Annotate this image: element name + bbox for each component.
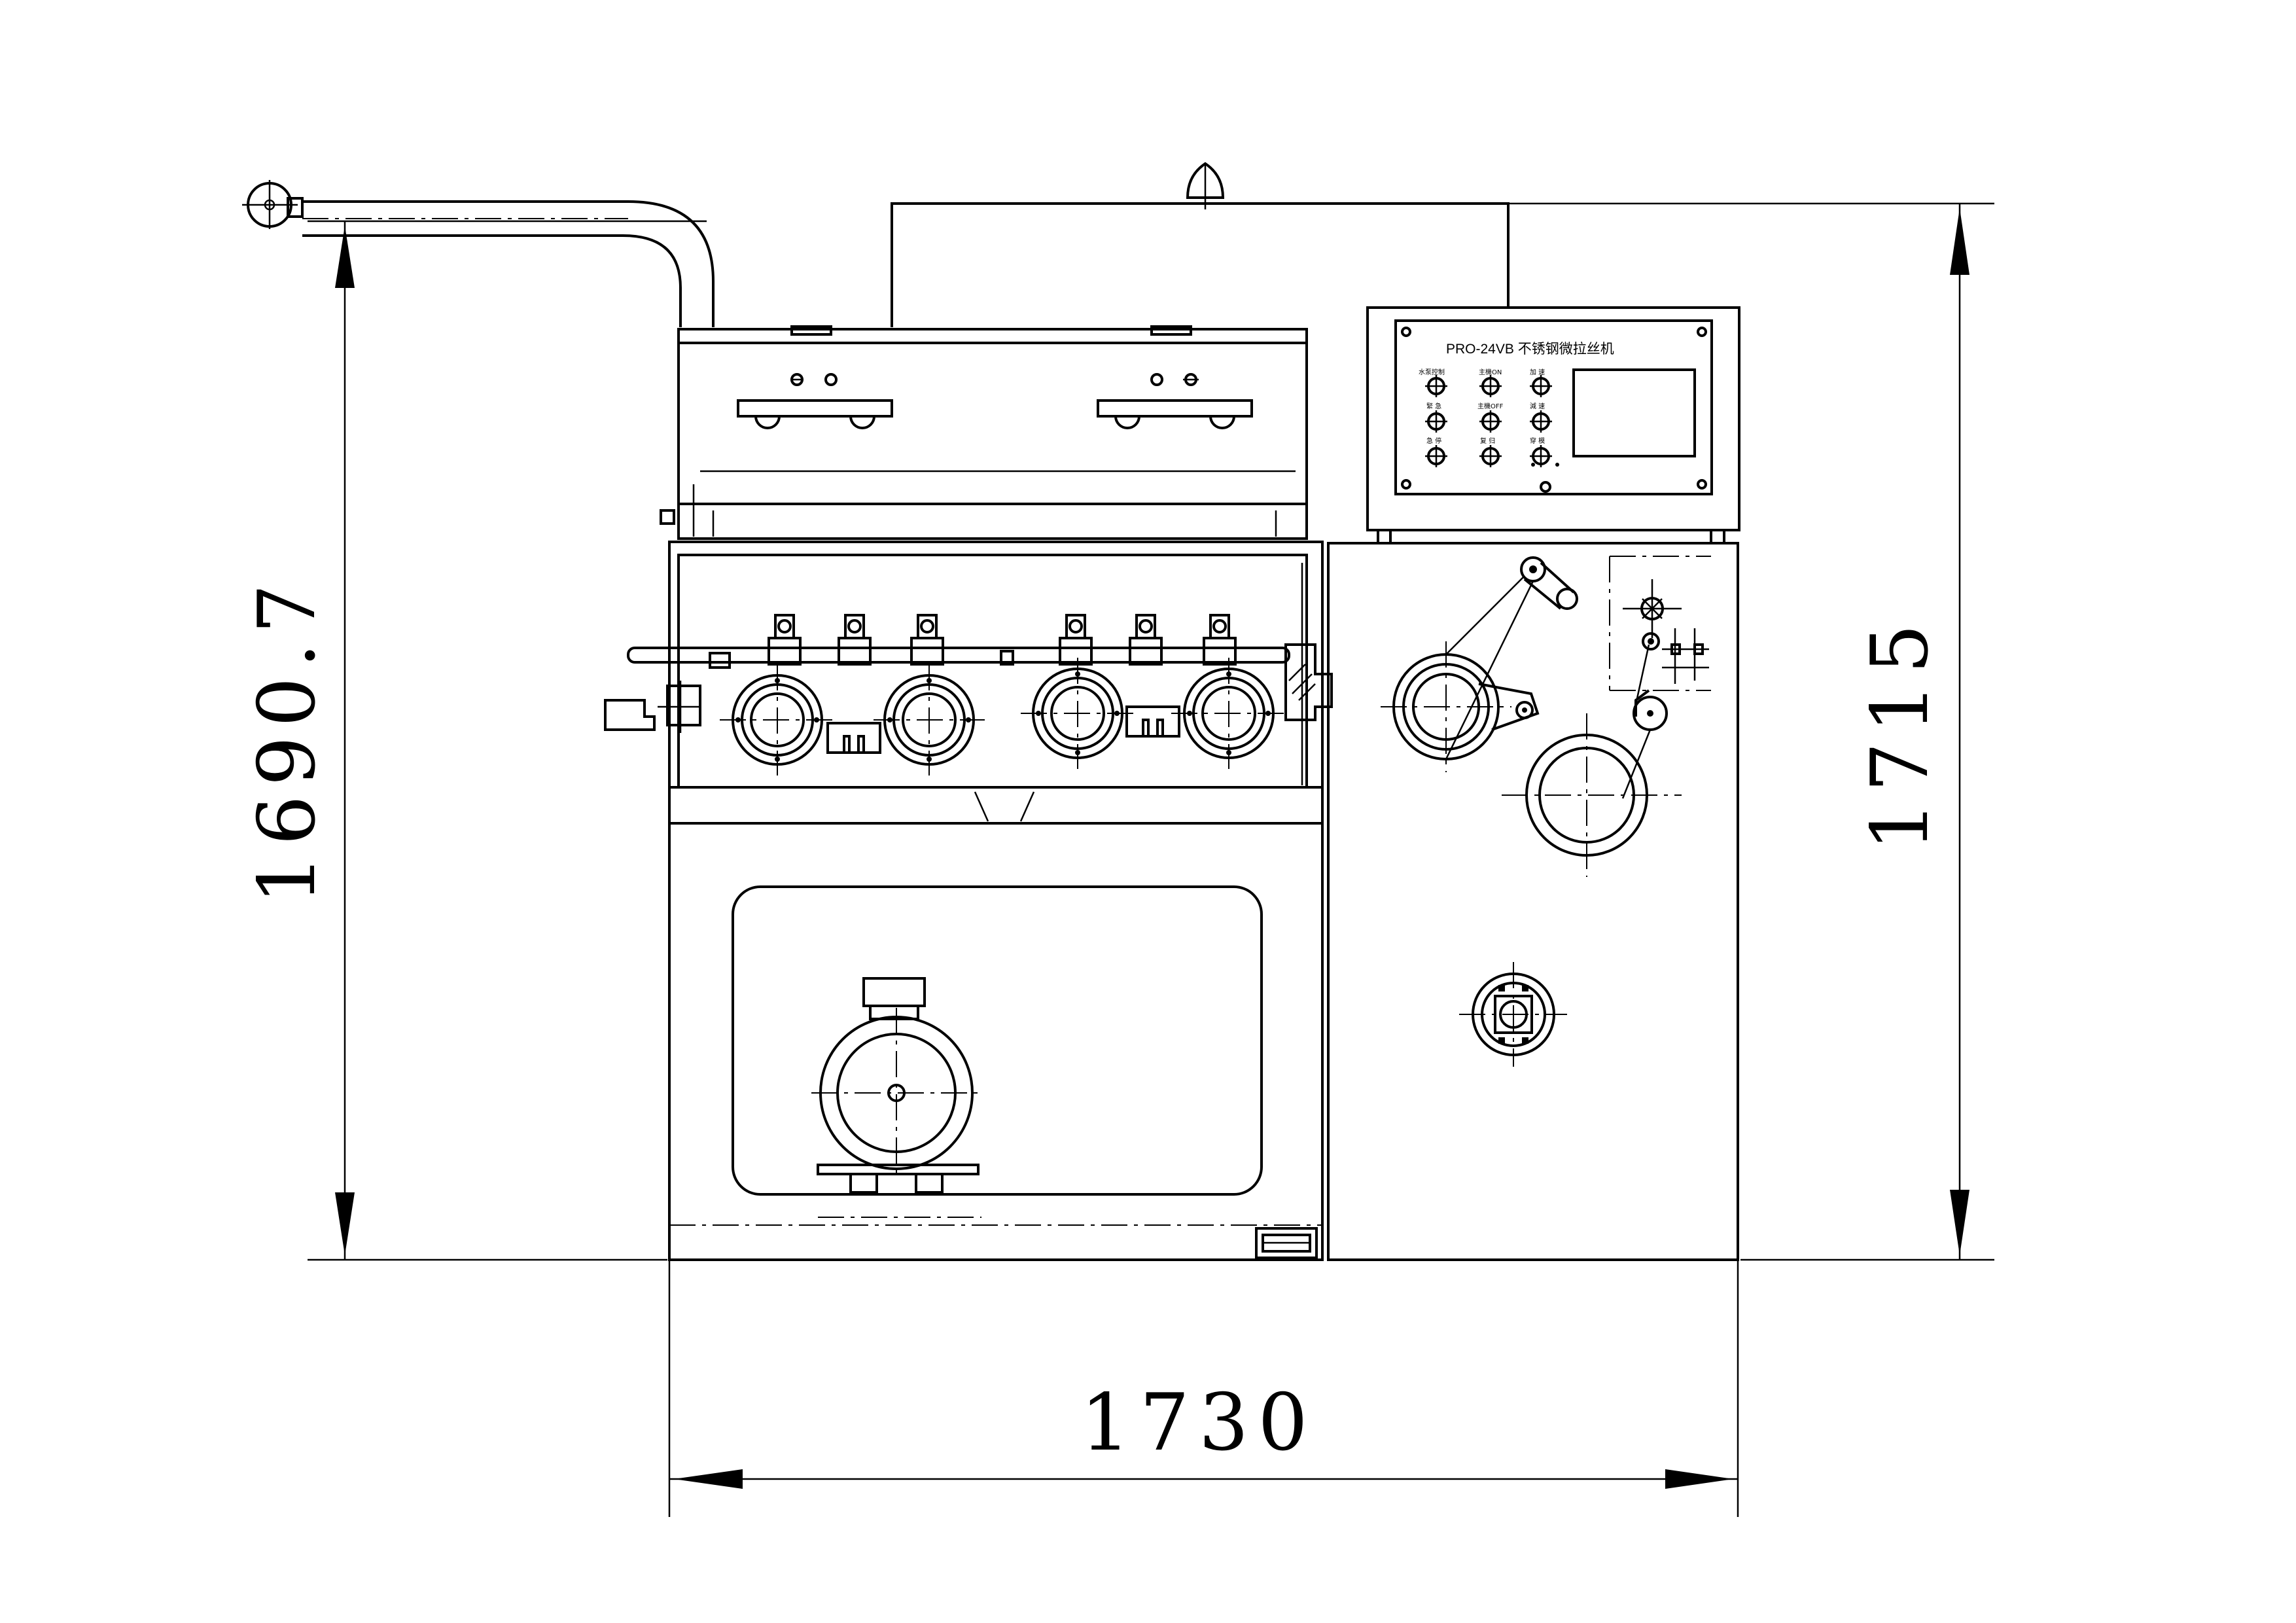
panel-label-7: 急 停 (1426, 437, 1441, 445)
panel-label-6: 減 速 (1530, 402, 1545, 410)
tension-guide (1609, 556, 1711, 731)
capstan-3 (1021, 658, 1135, 769)
panel-labels: 水泵控制 主機ON 加 速 緊 急 主機OFF 減 速 急 停 复 归 穿 模 (1419, 368, 1545, 445)
capstan-2 (874, 664, 985, 776)
panel-label-1: 水泵控制 (1419, 368, 1445, 376)
panel-label-5: 主機OFF (1477, 402, 1504, 410)
take-up-capstan (1381, 641, 1540, 772)
panel-label-4: 緊 急 (1426, 402, 1441, 410)
rear-frame (891, 162, 1510, 327)
payoff-guide-arm (242, 180, 715, 327)
dancer-arm (1445, 556, 1578, 760)
panel-label-9: 穿 模 (1530, 437, 1545, 445)
panel-buttons (1425, 375, 1559, 493)
control-panel-box (1366, 306, 1740, 543)
traverse-gear (1459, 962, 1567, 1067)
capstan-1 (720, 664, 835, 776)
upper-hood (677, 325, 1308, 540)
dimension-height-right: 1715 (1855, 615, 1946, 851)
right-cabinet (1327, 542, 1739, 1261)
left-cabinet (668, 541, 1324, 1261)
dimension-width-bottom: 1730 (1080, 1378, 1316, 1469)
die-holders (826, 705, 1180, 754)
nozzle-valves (759, 614, 1237, 666)
take-up-spool (1502, 713, 1682, 877)
dimension-lines (308, 202, 1994, 1517)
dimension-height-left: 1690.7 (242, 575, 333, 904)
panel-title: PRO-24VB 不锈钢微拉丝机 (1446, 342, 1614, 357)
drive-motor (811, 977, 981, 1218)
final-die-block (1284, 643, 1333, 721)
panel-label-2: 主機ON (1479, 368, 1502, 376)
capstan-4 (1171, 658, 1286, 769)
panel-label-8: 复 归 (1480, 437, 1495, 445)
motor-window (732, 885, 1263, 1196)
panel-label-3: 加 速 (1530, 368, 1545, 376)
cooling-pipe (627, 614, 1290, 669)
floor-vent (1255, 1227, 1318, 1259)
inlet-bracket (604, 509, 701, 733)
